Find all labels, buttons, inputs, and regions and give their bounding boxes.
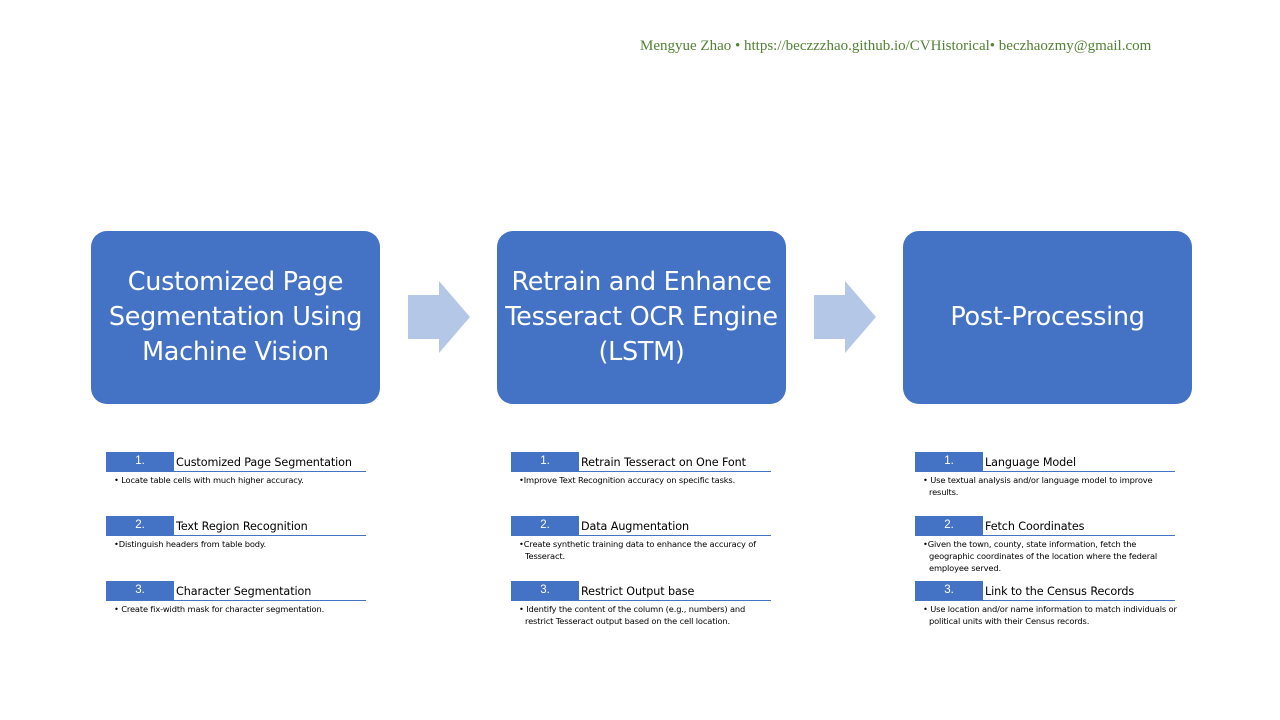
step-title: Restrict Output base bbox=[581, 585, 695, 598]
author-name: Mengyue Zhao bbox=[640, 38, 732, 54]
step-item: 2. Fetch Coordinates •Given the town, co… bbox=[915, 516, 1175, 574]
step-title: Retrain Tesseract on One Font bbox=[581, 456, 746, 469]
stage-title: Post-Processing bbox=[950, 302, 1145, 332]
step-item: 1. Language Model • Use textual analysis… bbox=[915, 452, 1175, 498]
step-header: 2. Data Augmentation bbox=[511, 516, 771, 536]
step-item: 1. Customized Page Segmentation • Locate… bbox=[106, 452, 366, 486]
step-title: Character Segmentation bbox=[176, 585, 312, 598]
step-header: 3. Character Segmentation bbox=[106, 581, 366, 601]
step-description: •Create synthetic training data to enhan… bbox=[519, 539, 756, 561]
step-title: Link to the Census Records bbox=[985, 585, 1135, 598]
step-header: 3. Link to the Census Records bbox=[915, 581, 1175, 601]
step-header: 1. Language Model bbox=[915, 452, 1175, 472]
stage-title: Retrain and Enhance Tesseract OCR Engine… bbox=[505, 267, 778, 367]
step-number: 3. bbox=[915, 581, 983, 601]
stage-title: Customized Page Segmentation Using Machi… bbox=[108, 267, 363, 367]
step-header: 2. Fetch Coordinates bbox=[915, 516, 1175, 536]
project-url-link[interactable]: https://beczzzhao.github.io/CVHistorical bbox=[744, 38, 990, 54]
step-item: 2. Data Augmentation •Create synthetic t… bbox=[511, 516, 771, 562]
right-arrow-icon bbox=[408, 281, 470, 353]
right-arrow-icon bbox=[814, 281, 876, 353]
step-number: 3. bbox=[511, 581, 579, 601]
step-description: • Use textual analysis and/or language m… bbox=[923, 475, 1153, 497]
step-number: 2. bbox=[511, 516, 579, 536]
email-link[interactable]: beczhaozmy@gmail.com bbox=[998, 38, 1152, 54]
step-item: 3. Restrict Output base • Identify the c… bbox=[511, 581, 771, 627]
separator: • bbox=[734, 38, 741, 54]
step-description: •Improve Text Recognition accuracy on sp… bbox=[519, 475, 736, 485]
separator: • bbox=[989, 38, 996, 54]
step-number: 1. bbox=[106, 452, 174, 472]
step-header: 1. Retrain Tesseract on One Font bbox=[511, 452, 771, 472]
step-number: 2. bbox=[915, 516, 983, 536]
step-title: Data Augmentation bbox=[581, 520, 689, 533]
step-header: 1. Customized Page Segmentation bbox=[106, 452, 366, 472]
step-number: 3. bbox=[106, 581, 174, 601]
step-description: • Locate table cells with much higher ac… bbox=[114, 475, 304, 485]
step-number: 2. bbox=[106, 516, 174, 536]
step-item: 2. Text Region Recognition •Distinguish … bbox=[106, 516, 366, 550]
step-description: •Distinguish headers from table body. bbox=[114, 539, 266, 549]
step-description: • Use location and/or name information t… bbox=[923, 604, 1177, 626]
stage-box-tesseract: Retrain and Enhance Tesseract OCR Engine… bbox=[497, 231, 786, 404]
step-title: Text Region Recognition bbox=[176, 520, 308, 533]
step-title: Language Model bbox=[985, 456, 1076, 469]
step-description: •Given the town, county, state informati… bbox=[923, 539, 1158, 573]
step-item: 3. Character Segmentation • Create fix-w… bbox=[106, 581, 366, 615]
author-contact-line: Mengyue Zhao • https://beczzzhao.github.… bbox=[640, 38, 1200, 55]
step-title: Fetch Coordinates bbox=[985, 520, 1085, 533]
stage-box-post-processing: Post-Processing bbox=[903, 231, 1192, 404]
step-number: 1. bbox=[511, 452, 579, 472]
step-description: • Create fix-width mask for character se… bbox=[114, 604, 325, 614]
step-header: 2. Text Region Recognition bbox=[106, 516, 366, 536]
step-header: 3. Restrict Output base bbox=[511, 581, 771, 601]
step-item: 1. Retrain Tesseract on One Font •Improv… bbox=[511, 452, 771, 486]
step-description: • Identify the content of the column (e.… bbox=[519, 604, 746, 626]
stage-box-page-segmentation: Customized Page Segmentation Using Machi… bbox=[91, 231, 380, 404]
step-item: 3. Link to the Census Records • Use loca… bbox=[915, 581, 1177, 627]
step-number: 1. bbox=[915, 452, 983, 472]
step-title: Customized Page Segmentation bbox=[176, 456, 352, 469]
